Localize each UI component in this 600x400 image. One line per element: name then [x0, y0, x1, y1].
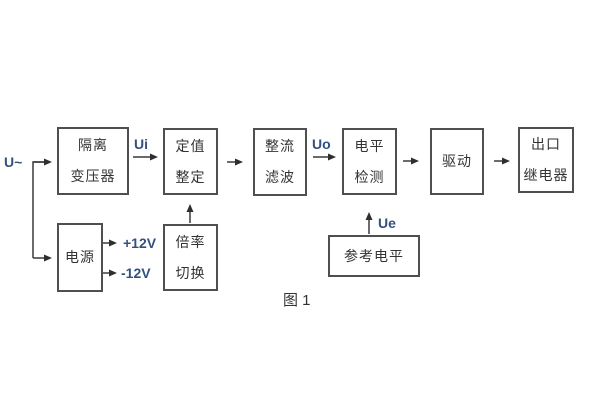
block-label: 滤波 — [265, 169, 295, 185]
block-label: 参考电平 — [344, 247, 404, 264]
block-rectifier-filter: 整流 滤波 — [253, 128, 307, 196]
signal-label-rail-negative: -12V — [121, 265, 151, 281]
block-label: 整定 — [175, 168, 206, 185]
figure-caption: 图 1 — [283, 292, 311, 309]
block-label: 倍率 — [175, 233, 206, 250]
block-label: 继电器 — [523, 167, 569, 183]
block-level-detection: 电平 检测 — [342, 128, 397, 195]
signal-label-uo: Uo — [312, 136, 331, 152]
block-drive: 驱动 — [430, 128, 484, 195]
signal-label-input: U~ — [4, 154, 23, 170]
signal-label-ue: Ue — [378, 215, 396, 231]
block-label: 检测 — [354, 168, 385, 185]
block-label: 隔离 — [78, 137, 108, 153]
signal-label-rail-positive: +12V — [123, 235, 157, 251]
block-label: 电源 — [65, 249, 95, 265]
signal-label-ui: Ui — [134, 136, 148, 152]
block-isolation-transformer: 隔离 变压器 — [57, 127, 129, 195]
connector-input-branch — [32, 161, 50, 258]
block-setting: 定值 整定 — [163, 128, 218, 195]
block-label: 切换 — [175, 264, 206, 281]
block-label: 出口 — [531, 136, 561, 152]
block-output-relay: 出口 继电器 — [518, 127, 574, 193]
block-label: 电平 — [354, 137, 385, 154]
block-label: 变压器 — [70, 168, 116, 184]
block-label: 定值 — [175, 137, 206, 154]
block-reference-level: 参考电平 — [328, 235, 420, 277]
block-rate-switch: 倍率 切换 — [163, 224, 218, 291]
block-power-supply: 电源 — [57, 223, 103, 292]
block-label: 整流 — [265, 138, 295, 154]
block-label: 驱动 — [442, 153, 472, 169]
